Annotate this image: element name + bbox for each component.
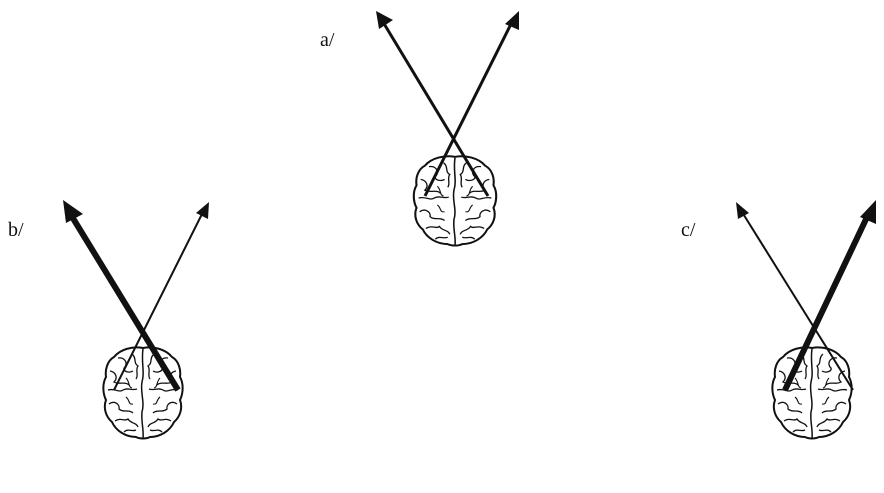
- panel-a: [376, 11, 519, 246]
- brain-b-icon: [103, 347, 182, 438]
- panel-b: [63, 200, 209, 439]
- brain-a-icon: [414, 156, 496, 245]
- brain-c-icon: [772, 347, 851, 438]
- panel-label-a: a/: [320, 30, 334, 50]
- panel-label-c: c/: [681, 220, 695, 240]
- panel-c: [736, 200, 876, 439]
- panel-label-b: b/: [8, 220, 24, 240]
